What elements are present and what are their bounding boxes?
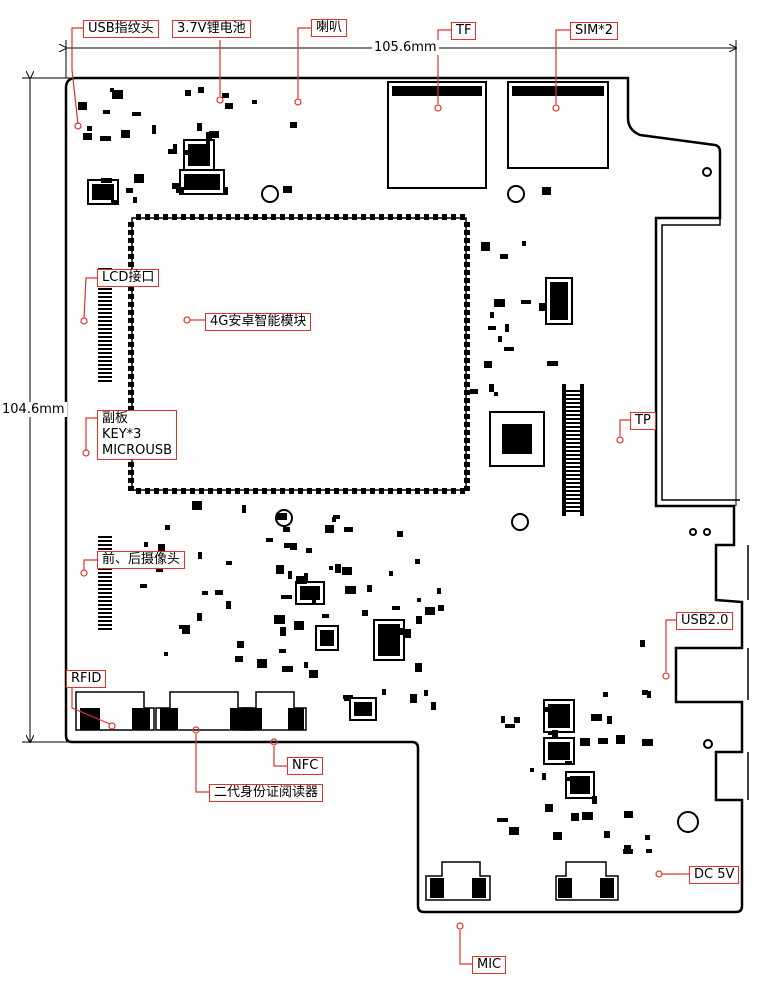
label-speaker: 喇叭 bbox=[311, 19, 348, 37]
height-dimension: 104.6mm bbox=[0, 402, 67, 417]
label-usb2: USB2.0 bbox=[676, 612, 734, 630]
label-lcd: LCD接口 bbox=[97, 269, 160, 287]
label-rfid: RFID bbox=[66, 670, 107, 688]
sub-board-line-2: KEY*3 bbox=[102, 427, 142, 442]
cpu-chip bbox=[489, 411, 545, 467]
label-4g-module: 4G安卓智能模块 bbox=[205, 313, 312, 331]
board-outline bbox=[64, 76, 744, 914]
label-usb-fingerprint: USB指纹头 bbox=[83, 20, 159, 38]
sub-board-line-3: MICROUSB bbox=[102, 443, 173, 458]
label-tf: TF bbox=[451, 22, 477, 40]
label-sub-board: 副板 KEY*3 MICROUSB bbox=[97, 410, 178, 460]
label-camera: 前、后摄像头 bbox=[97, 551, 186, 569]
label-id-reader: 二代身份证阅读器 bbox=[209, 784, 324, 802]
sub-board-line-1: 副板 bbox=[102, 411, 129, 426]
label-nfc: NFC bbox=[287, 757, 324, 775]
label-mic: MIC bbox=[472, 956, 507, 974]
label-tp: TP bbox=[630, 412, 656, 430]
label-dc: DC 5V bbox=[689, 866, 740, 884]
label-sim: SIM*2 bbox=[570, 22, 619, 40]
label-battery: 3.7V锂电池 bbox=[172, 20, 251, 38]
tf-socket bbox=[387, 81, 487, 189]
width-dimension: 105.6mm bbox=[372, 40, 439, 55]
module-outline bbox=[131, 217, 467, 491]
sim-socket bbox=[507, 81, 609, 169]
